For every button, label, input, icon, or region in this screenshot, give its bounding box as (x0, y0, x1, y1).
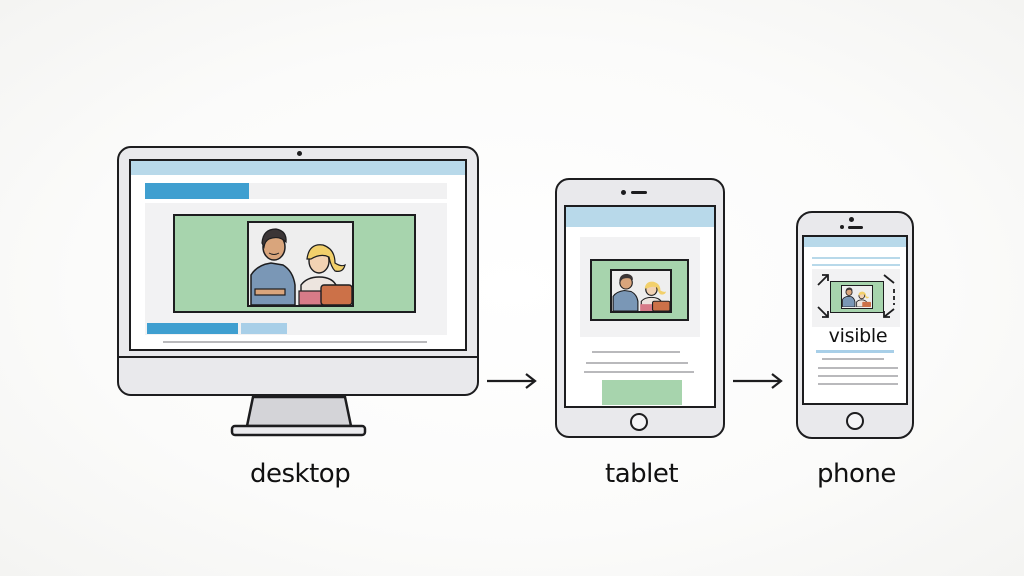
camera-dot-icon (621, 190, 626, 195)
text-line (818, 375, 898, 377)
resize-arrows-icon (817, 274, 895, 318)
text-line (812, 257, 900, 259)
hero-photo (841, 285, 873, 309)
text-line (584, 371, 694, 373)
desktop-screen (129, 159, 467, 351)
browser-header-bar (131, 161, 465, 175)
monitor-chin-divider (119, 356, 477, 358)
hero-photo (247, 221, 354, 307)
hero-banner (830, 281, 884, 313)
text-line (818, 383, 898, 385)
home-button-icon (630, 413, 648, 431)
text-line (822, 358, 884, 360)
arrow-right-icon (733, 373, 783, 389)
camera-dot-icon (297, 151, 302, 156)
speaker-slot-icon (631, 191, 647, 194)
secondary-action-bar (241, 323, 287, 334)
speaker-slot-icon (848, 226, 863, 229)
highlight-line (816, 350, 894, 353)
tablet-label: tablet (605, 459, 679, 489)
tablet-screen (564, 205, 716, 408)
browser-header-bar (804, 237, 906, 247)
nav-title-bar (145, 183, 249, 199)
camera-dot-icon (849, 217, 854, 222)
text-line (163, 341, 427, 343)
cta-button-block (602, 380, 682, 405)
text-line (592, 351, 680, 353)
tablet-device (555, 178, 725, 438)
camera-dot-icon (840, 225, 844, 229)
people-illustration-icon (612, 271, 670, 311)
monitor-stand-icon (230, 396, 367, 437)
hero-photo (610, 269, 672, 313)
phone-device: visible (796, 211, 914, 439)
browser-header-bar (566, 207, 714, 227)
people-illustration-icon (842, 286, 871, 308)
people-illustration-icon (249, 223, 352, 305)
home-button-icon (846, 412, 864, 430)
arrow-right-icon (487, 373, 537, 389)
phone-label: phone (817, 459, 896, 489)
primary-action-bar (147, 323, 238, 334)
desktop-device (117, 146, 479, 437)
phone-screen: visible (802, 235, 908, 405)
hero-banner (590, 259, 689, 321)
visible-annotation: visible (828, 325, 888, 347)
desktop-label: desktop (250, 459, 351, 489)
text-line (818, 367, 898, 369)
hero-banner (173, 214, 416, 313)
text-line (812, 264, 900, 266)
text-line (586, 362, 688, 364)
